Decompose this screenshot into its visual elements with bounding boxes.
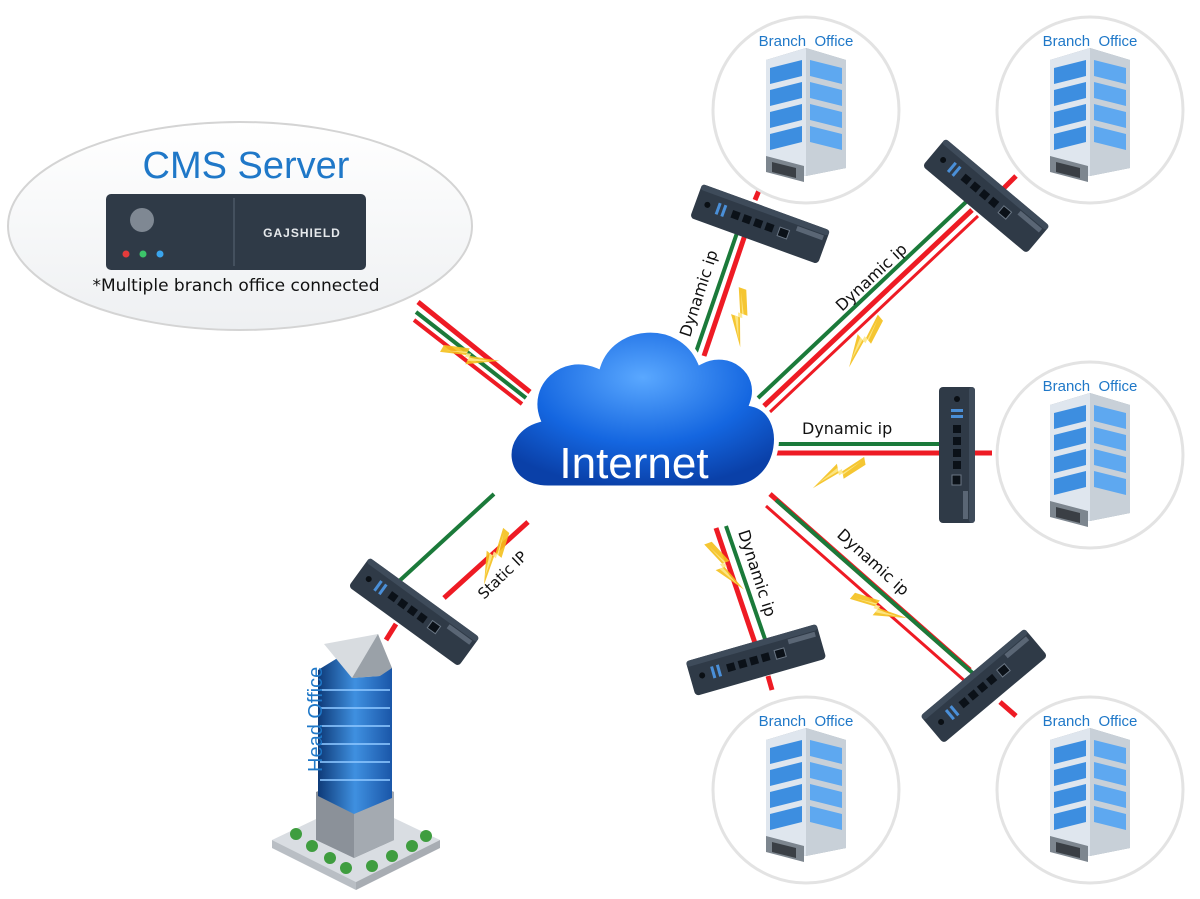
branch-office-right: Branch Office xyxy=(995,360,1185,550)
branch-office-label: Branch Office xyxy=(1043,713,1138,730)
branch-office-label: Branch Office xyxy=(759,713,854,730)
router-bottom-left xyxy=(685,623,827,697)
branch-office-bottom-right: Branch Office xyxy=(995,695,1185,885)
link-bottom-right-branch xyxy=(765,492,1018,718)
router-right xyxy=(938,386,976,524)
cms-server-title: CMS Server xyxy=(143,145,350,187)
cms-server-panel: CMS Server GAJSHIELD *Multiple branch of… xyxy=(7,121,473,331)
link-top-right-branch xyxy=(756,174,1018,414)
branch-office-label: Branch Office xyxy=(1043,33,1138,50)
internet-label: Internet xyxy=(559,439,708,488)
head-office-label: Head Office xyxy=(305,667,327,772)
cms-link xyxy=(412,300,532,406)
cms-server-note: *Multiple branch office connected xyxy=(93,276,380,296)
cms-server-appliance: GAJSHIELD xyxy=(106,194,366,270)
branch-office-label: Branch Office xyxy=(1043,378,1138,395)
link-bottom-left-branch xyxy=(704,525,775,691)
branch-office-top-left: Branch Office xyxy=(711,15,901,205)
link-label-head-office: Static IP xyxy=(474,547,530,602)
branch-office-label: Branch Office xyxy=(759,33,854,50)
head-office-building xyxy=(272,634,440,890)
device-brand-logo: GAJSHIELD xyxy=(263,226,341,240)
link-head-office xyxy=(383,492,530,642)
link-right-branch xyxy=(776,442,992,489)
branch-office-top-right: Branch Office xyxy=(995,15,1185,205)
branch-office-bottom-left: Branch Office xyxy=(711,695,901,885)
internet-cloud: Internet xyxy=(506,327,779,491)
link-label-right: Dynamic ip xyxy=(802,419,892,438)
